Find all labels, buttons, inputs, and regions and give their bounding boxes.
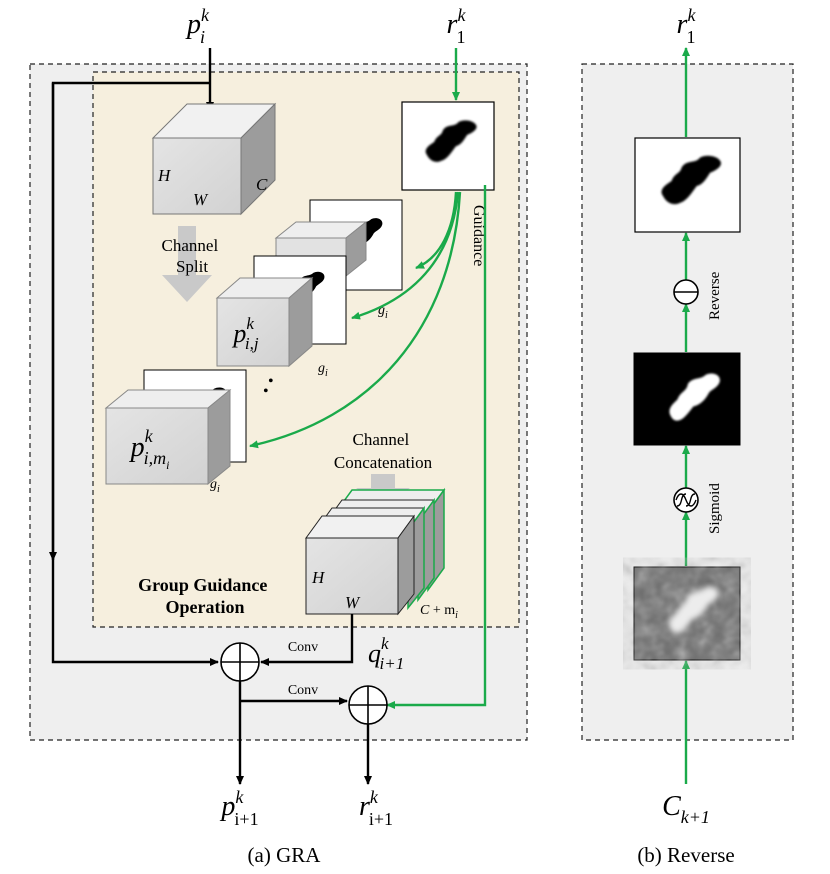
group-guidance-title: Group Guidance Operation bbox=[138, 575, 272, 617]
split-group-3 bbox=[104, 369, 247, 486]
cube-bottom-H: H bbox=[311, 568, 326, 587]
guidance-label: Guidance bbox=[470, 205, 487, 266]
caption-gra: (a) GRA bbox=[248, 843, 322, 867]
sigmoid-op-label: Sigmoid bbox=[707, 483, 723, 534]
channel-concat-label: Channel Concatenation bbox=[334, 430, 433, 472]
conv-label-2: Conv bbox=[288, 683, 318, 698]
channel-split-label: Channel Split bbox=[162, 236, 223, 276]
plus-circle-icon bbox=[220, 642, 260, 682]
g-label-2: gi bbox=[318, 361, 328, 379]
guidance-direct-line bbox=[386, 185, 487, 709]
g-label-1: gi bbox=[378, 303, 388, 321]
guidance-curve-1 bbox=[415, 191, 458, 270]
c-plus-m-label: C + mi bbox=[420, 603, 458, 621]
g-label-3: gi bbox=[210, 477, 220, 495]
reverse-icon bbox=[673, 279, 699, 305]
guidance-curve-2 bbox=[351, 191, 460, 320]
reverse-op-label: Reverse bbox=[707, 271, 723, 320]
input-c-label: Ck+1 bbox=[662, 791, 710, 827]
cube-bottom-W: W bbox=[345, 593, 361, 612]
cube-top-H: H bbox=[157, 166, 172, 185]
ellipsis-dot-2: • bbox=[268, 373, 274, 390]
q-conv-line bbox=[260, 614, 354, 666]
raw-feature-map bbox=[633, 566, 741, 661]
sigmoid-icon bbox=[673, 487, 699, 513]
plus-circle-icon bbox=[348, 685, 388, 725]
split-group-2 bbox=[215, 255, 347, 368]
ellipsis-dot-1: • bbox=[263, 383, 269, 400]
caption-reverse: (b) Reverse bbox=[637, 843, 734, 867]
concat-cube bbox=[305, 487, 446, 616]
cube-top-C: C bbox=[256, 175, 268, 194]
feature-cube-top bbox=[151, 102, 277, 216]
cube-top-W: W bbox=[193, 190, 209, 209]
conv-label-1: Conv bbox=[288, 640, 318, 655]
channel-split-arrow bbox=[162, 226, 212, 302]
guidance-curve-3 bbox=[249, 191, 462, 449]
